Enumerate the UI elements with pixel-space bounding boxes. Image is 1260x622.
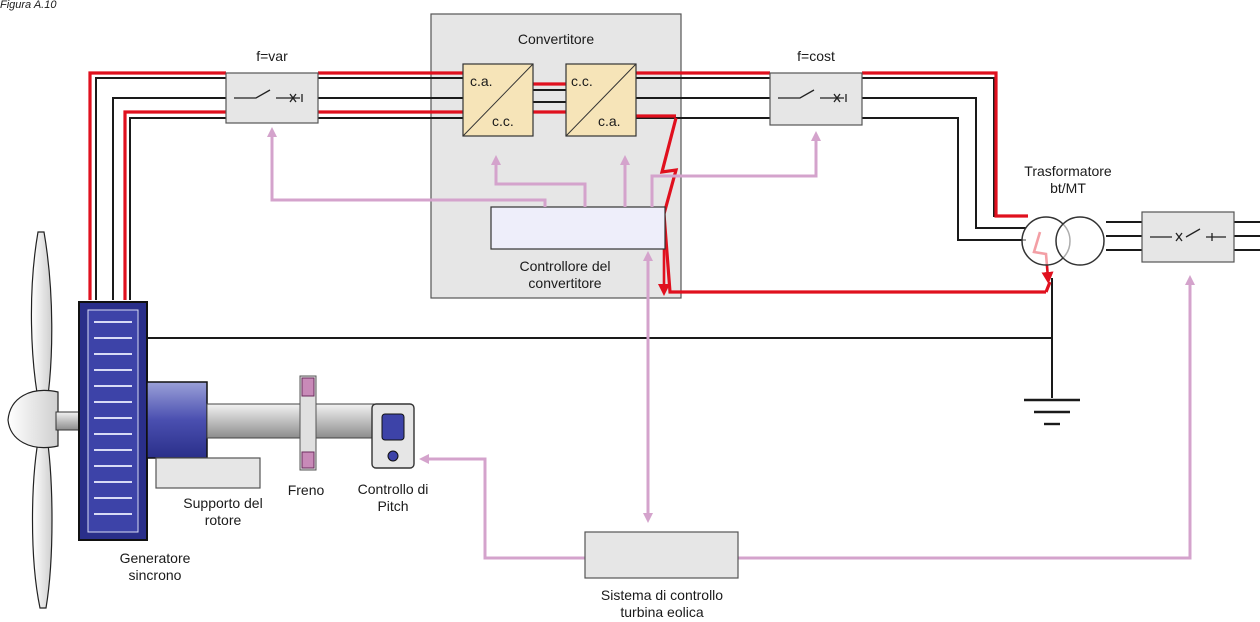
dc-ac-converter: c.c. c.a. [565,63,637,137]
ac-dc-bottom-label: c.c. [492,113,514,129]
rotor-blade-icon [7,231,59,609]
switch-var-label: f=var [256,48,288,64]
ac-dc-converter: c.a. c.c. [462,63,534,137]
controller-label-2: convertitore [528,275,601,291]
synchronous-generator [78,301,208,541]
control-system-label-1: Sistema di controllo [601,587,723,603]
dc-ac-bottom-label: c.a. [598,113,621,129]
switch-cost [769,72,863,126]
pitch-label-1: Controllo di [358,481,429,497]
main-shaft [206,403,376,439]
ground-icon [1024,398,1080,426]
figure-caption: Figura A.10 [0,0,57,11]
rotor-support-label-1: Supporto del [183,495,262,511]
brake [299,375,317,471]
controller-label-1: Controllore del [519,258,610,274]
converter-controller [490,206,666,250]
switch-icon [234,89,303,103]
transformer-icon [1021,216,1105,266]
converter-title: Convertitore [518,31,594,47]
mt-switch [1141,211,1235,263]
brake-label: Freno [288,482,325,498]
rotor-support [155,457,261,489]
power-flow-path [88,71,1052,300]
generator-label-2: sincrono [129,567,182,583]
ac-dc-top-label: c.a. [470,73,493,89]
power-lines [95,77,1260,398]
switch-icon [1150,228,1226,242]
control-signals [267,127,1195,560]
transformer-label-2: bt/MT [1050,180,1086,196]
control-system-label-2: turbina eolica [620,604,703,620]
switch-icon [778,89,847,103]
rotor-support-label-2: rotore [205,512,242,528]
ac-dc-converter-icon [462,63,534,137]
pitch-control [371,403,415,469]
converter-enclosure [430,13,682,299]
transformer-label-1: Trasformatore [1024,163,1112,179]
switch-var [225,72,319,124]
dc-ac-top-label: c.c. [571,73,593,89]
switch-cost-label: f=cost [797,48,835,64]
pitch-label-2: Pitch [377,498,408,514]
generator-label-1: Generatore [120,550,191,566]
turbine-control-system [584,531,739,579]
dc-ac-converter-icon [565,63,637,137]
